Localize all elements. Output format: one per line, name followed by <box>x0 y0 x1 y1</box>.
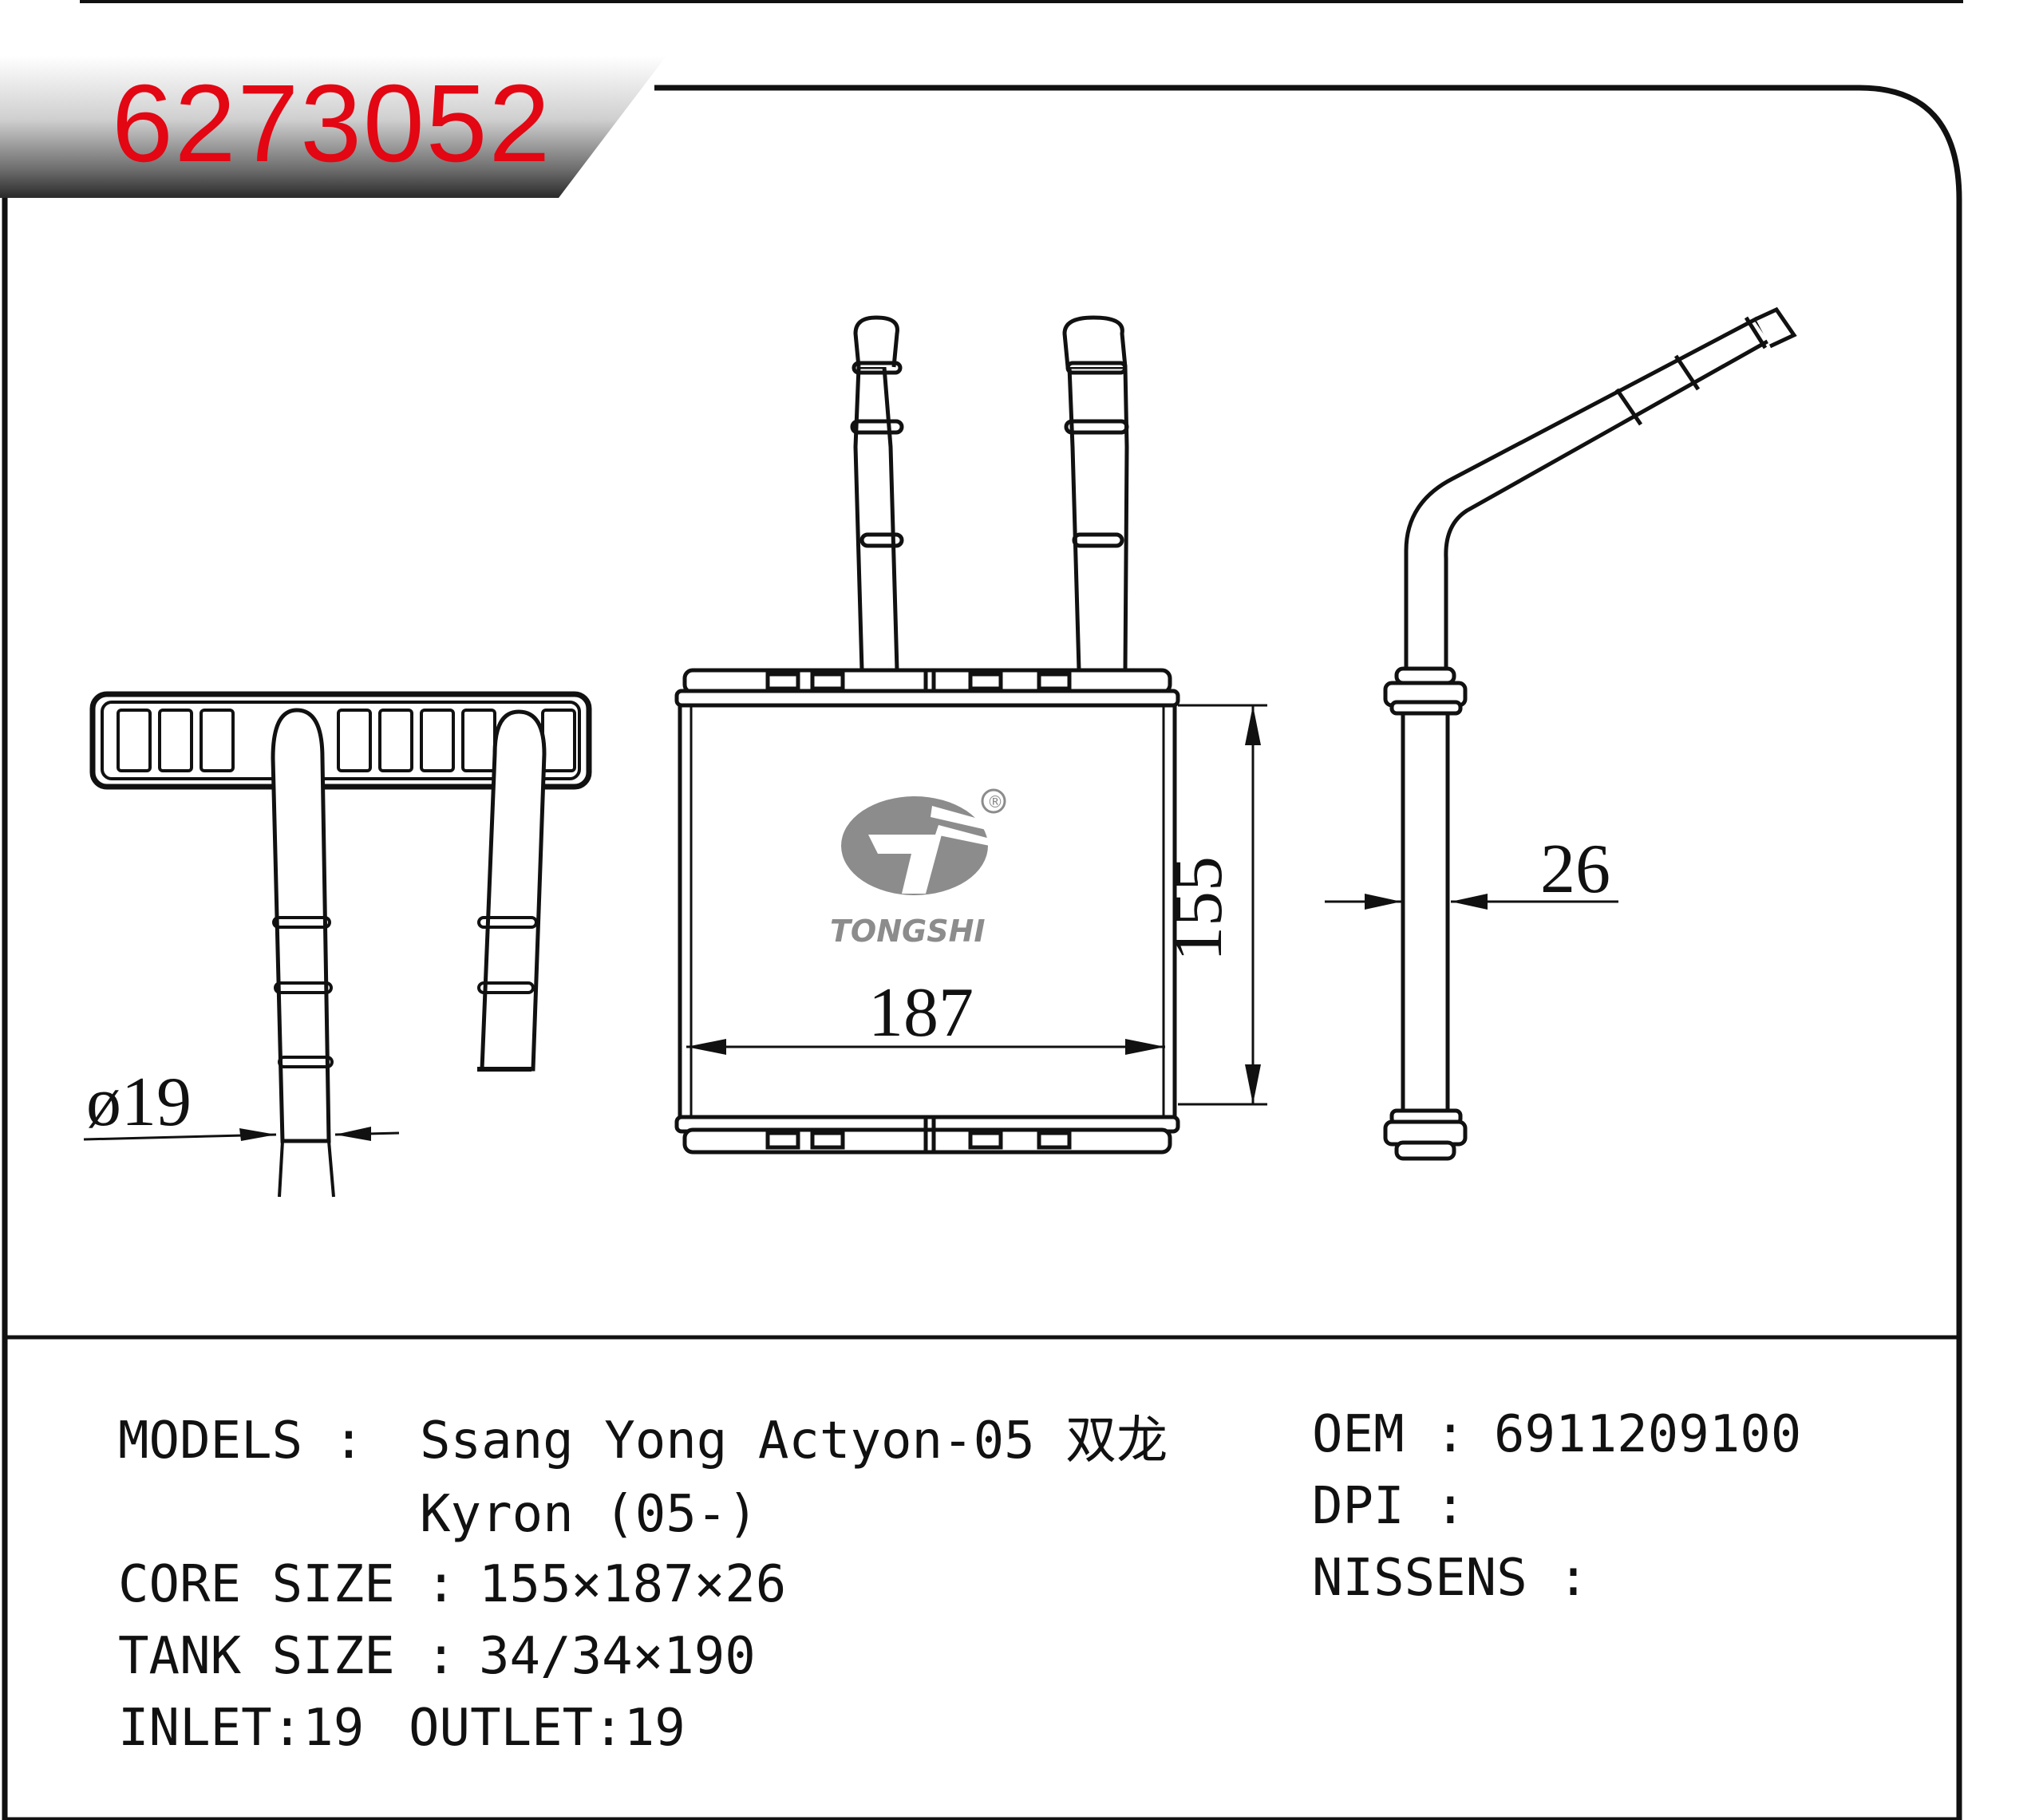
dpi-label: DPI : <box>1312 1477 1466 1536</box>
tank-size-value: 34/34×190 <box>479 1627 756 1686</box>
brand-name: TONGSHI <box>830 914 986 949</box>
models-label: MODELS : <box>118 1411 365 1471</box>
brand-logo: ® TONGSHI <box>830 788 1006 949</box>
core-size-label: CORE SIZE : <box>118 1555 456 1614</box>
side-view <box>1325 306 1797 1161</box>
depth-label: 26 <box>1540 831 1610 908</box>
tank-size-label: TANK SIZE : <box>118 1627 456 1686</box>
outlet-label: OUTLET:19 <box>409 1699 686 1758</box>
outer-frame <box>2 85 1962 1820</box>
width-label: 187 <box>868 974 974 1052</box>
part-number-banner <box>0 56 666 198</box>
height-label: 155 <box>1160 856 1237 961</box>
models-line1: Ssang Yong Actyon-05 双龙 <box>420 1411 1168 1471</box>
oem-value: 6911209100 <box>1494 1405 1802 1464</box>
part-number: 6273052 <box>112 62 552 185</box>
core-size-value: 155×187×26 <box>479 1555 787 1614</box>
front-view <box>674 315 1267 1155</box>
registered-mark: ® <box>987 792 1003 811</box>
oem-label: OEM : <box>1312 1405 1466 1464</box>
top-view <box>83 691 592 1198</box>
nissens-label: NISSENS : <box>1312 1549 1589 1608</box>
diameter-label: ø19 <box>86 1064 192 1141</box>
inlet-label: INLET:19 <box>118 1699 365 1758</box>
models-line2: Kyron (05-) <box>420 1485 758 1544</box>
